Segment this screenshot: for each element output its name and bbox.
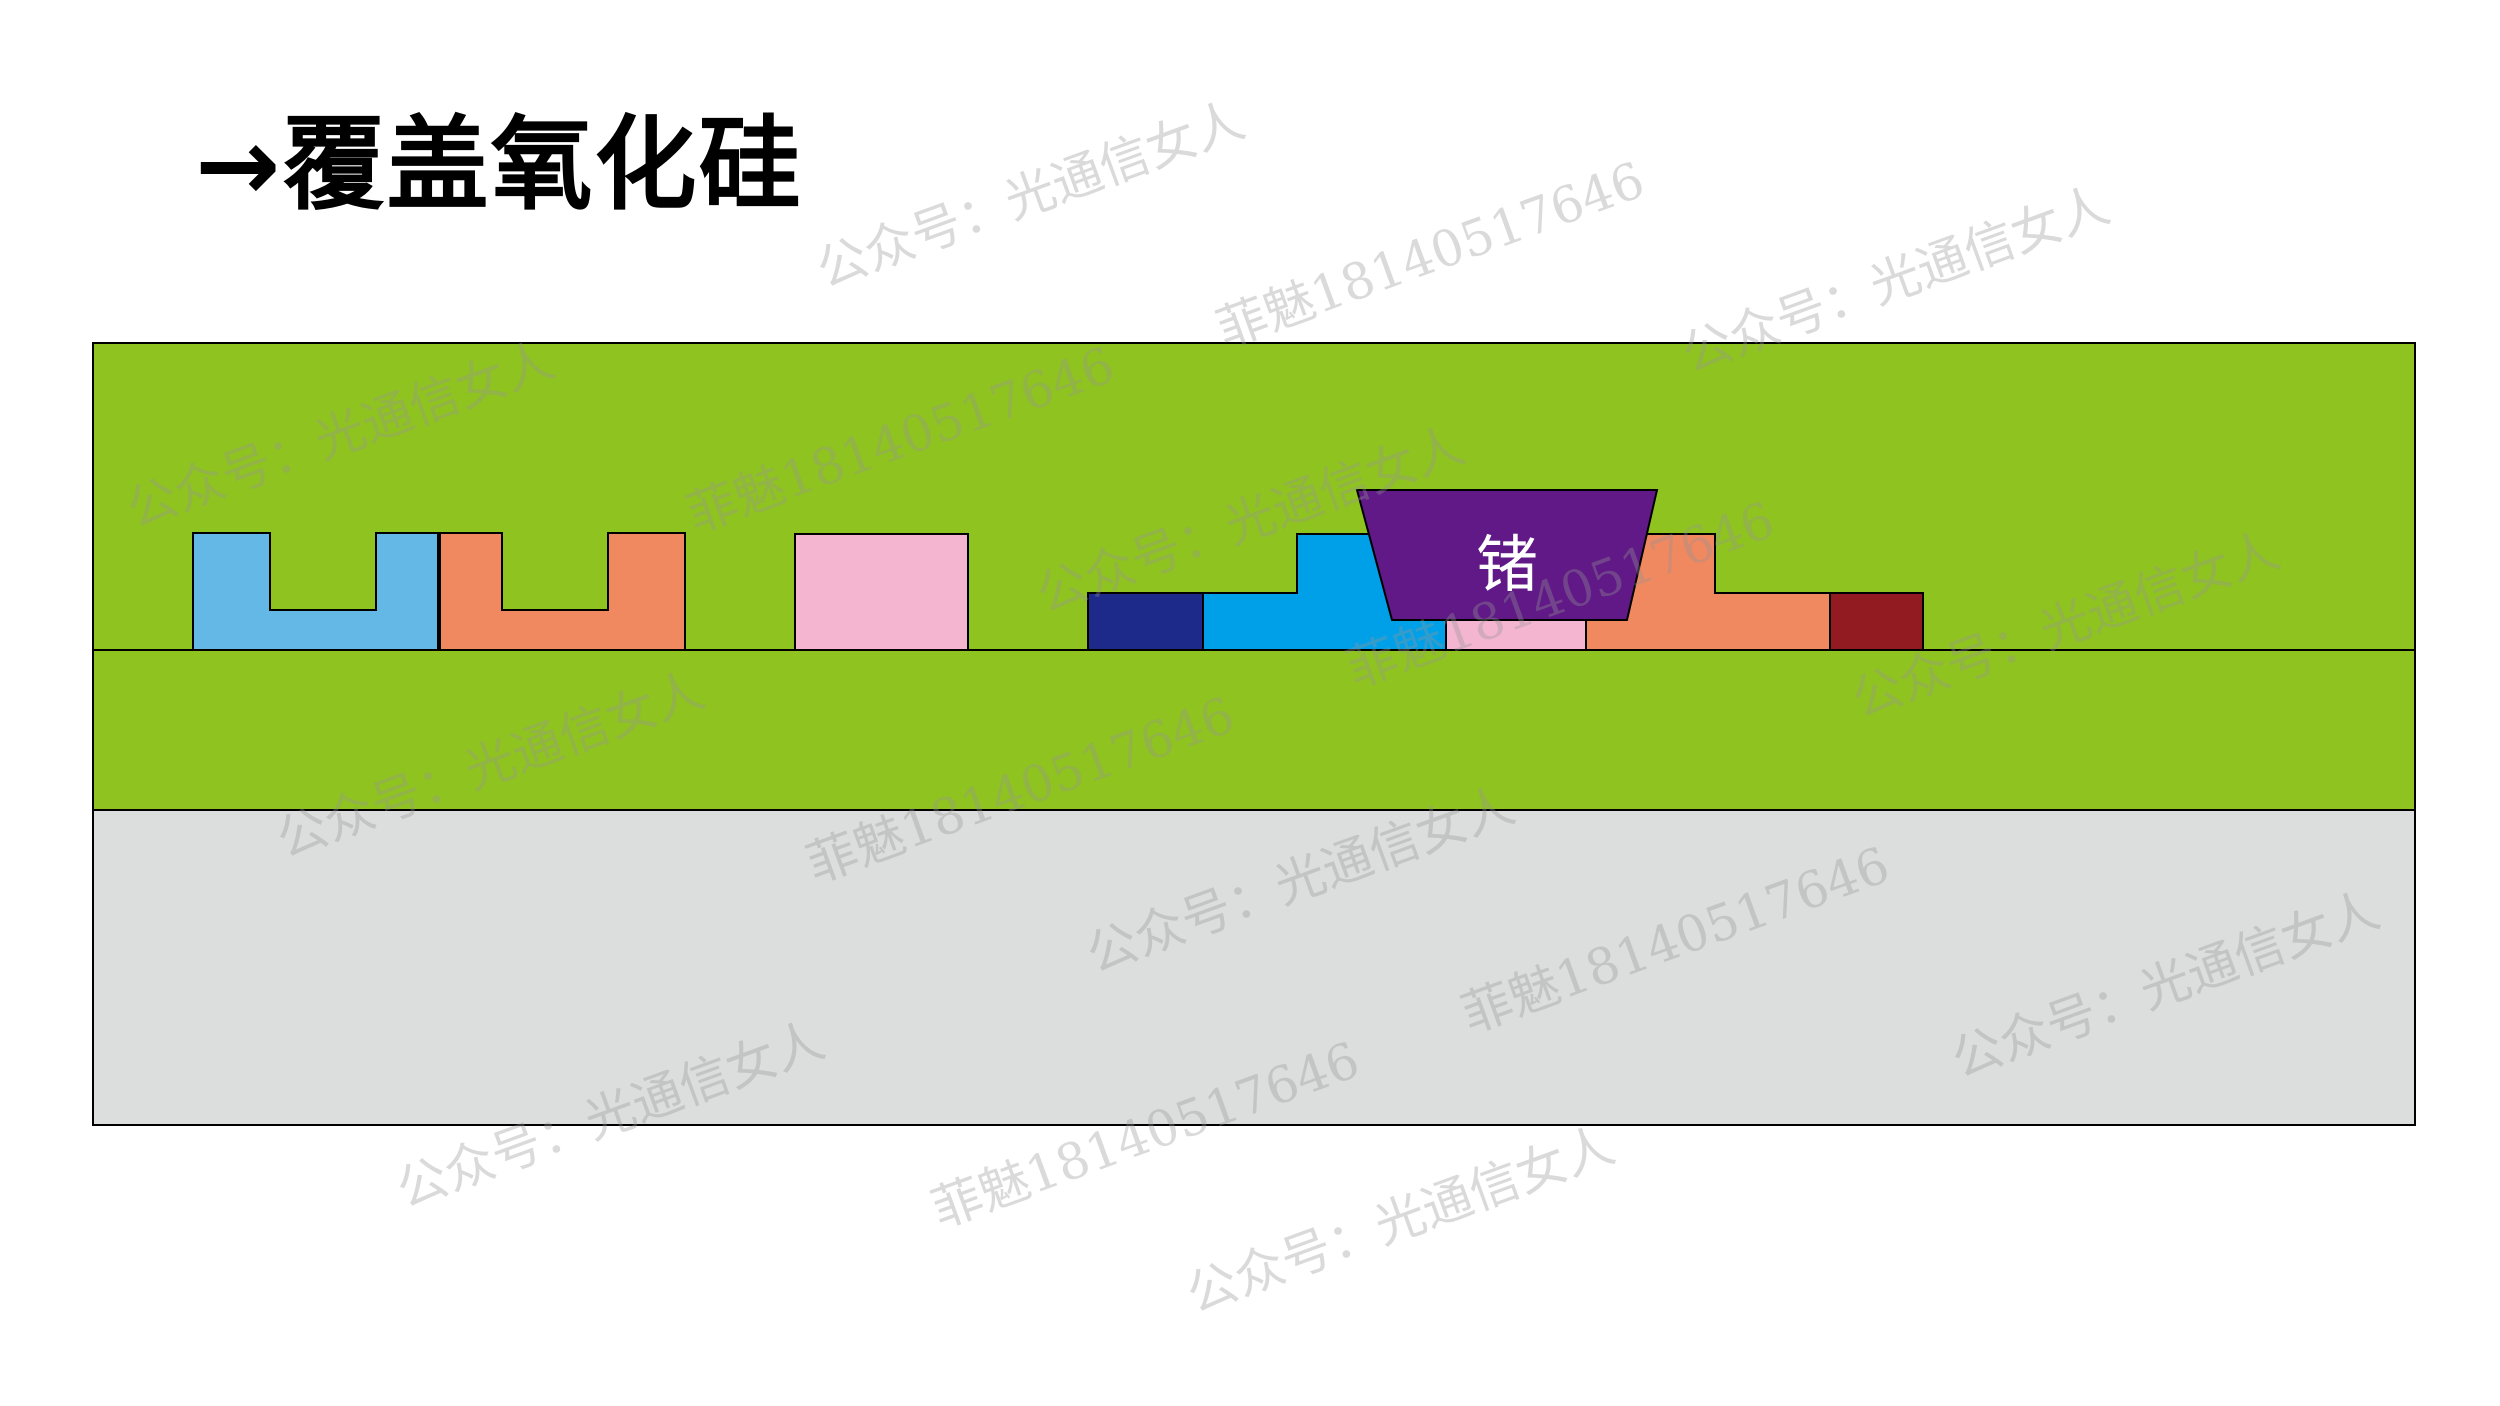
buried-oxide-layer [92, 649, 2416, 811]
germanium-block [1355, 489, 1659, 621]
slide-title: →覆盖氧化硅 [195, 106, 803, 225]
germanium-label: 锗 [1476, 528, 1538, 601]
navy-block [1087, 592, 1204, 651]
light-blue-u-structure [192, 532, 439, 651]
substrate-layer [92, 809, 2416, 1126]
pink-block [794, 533, 969, 651]
orange-u-structure [439, 532, 686, 651]
dark-red-block [1829, 592, 1924, 651]
